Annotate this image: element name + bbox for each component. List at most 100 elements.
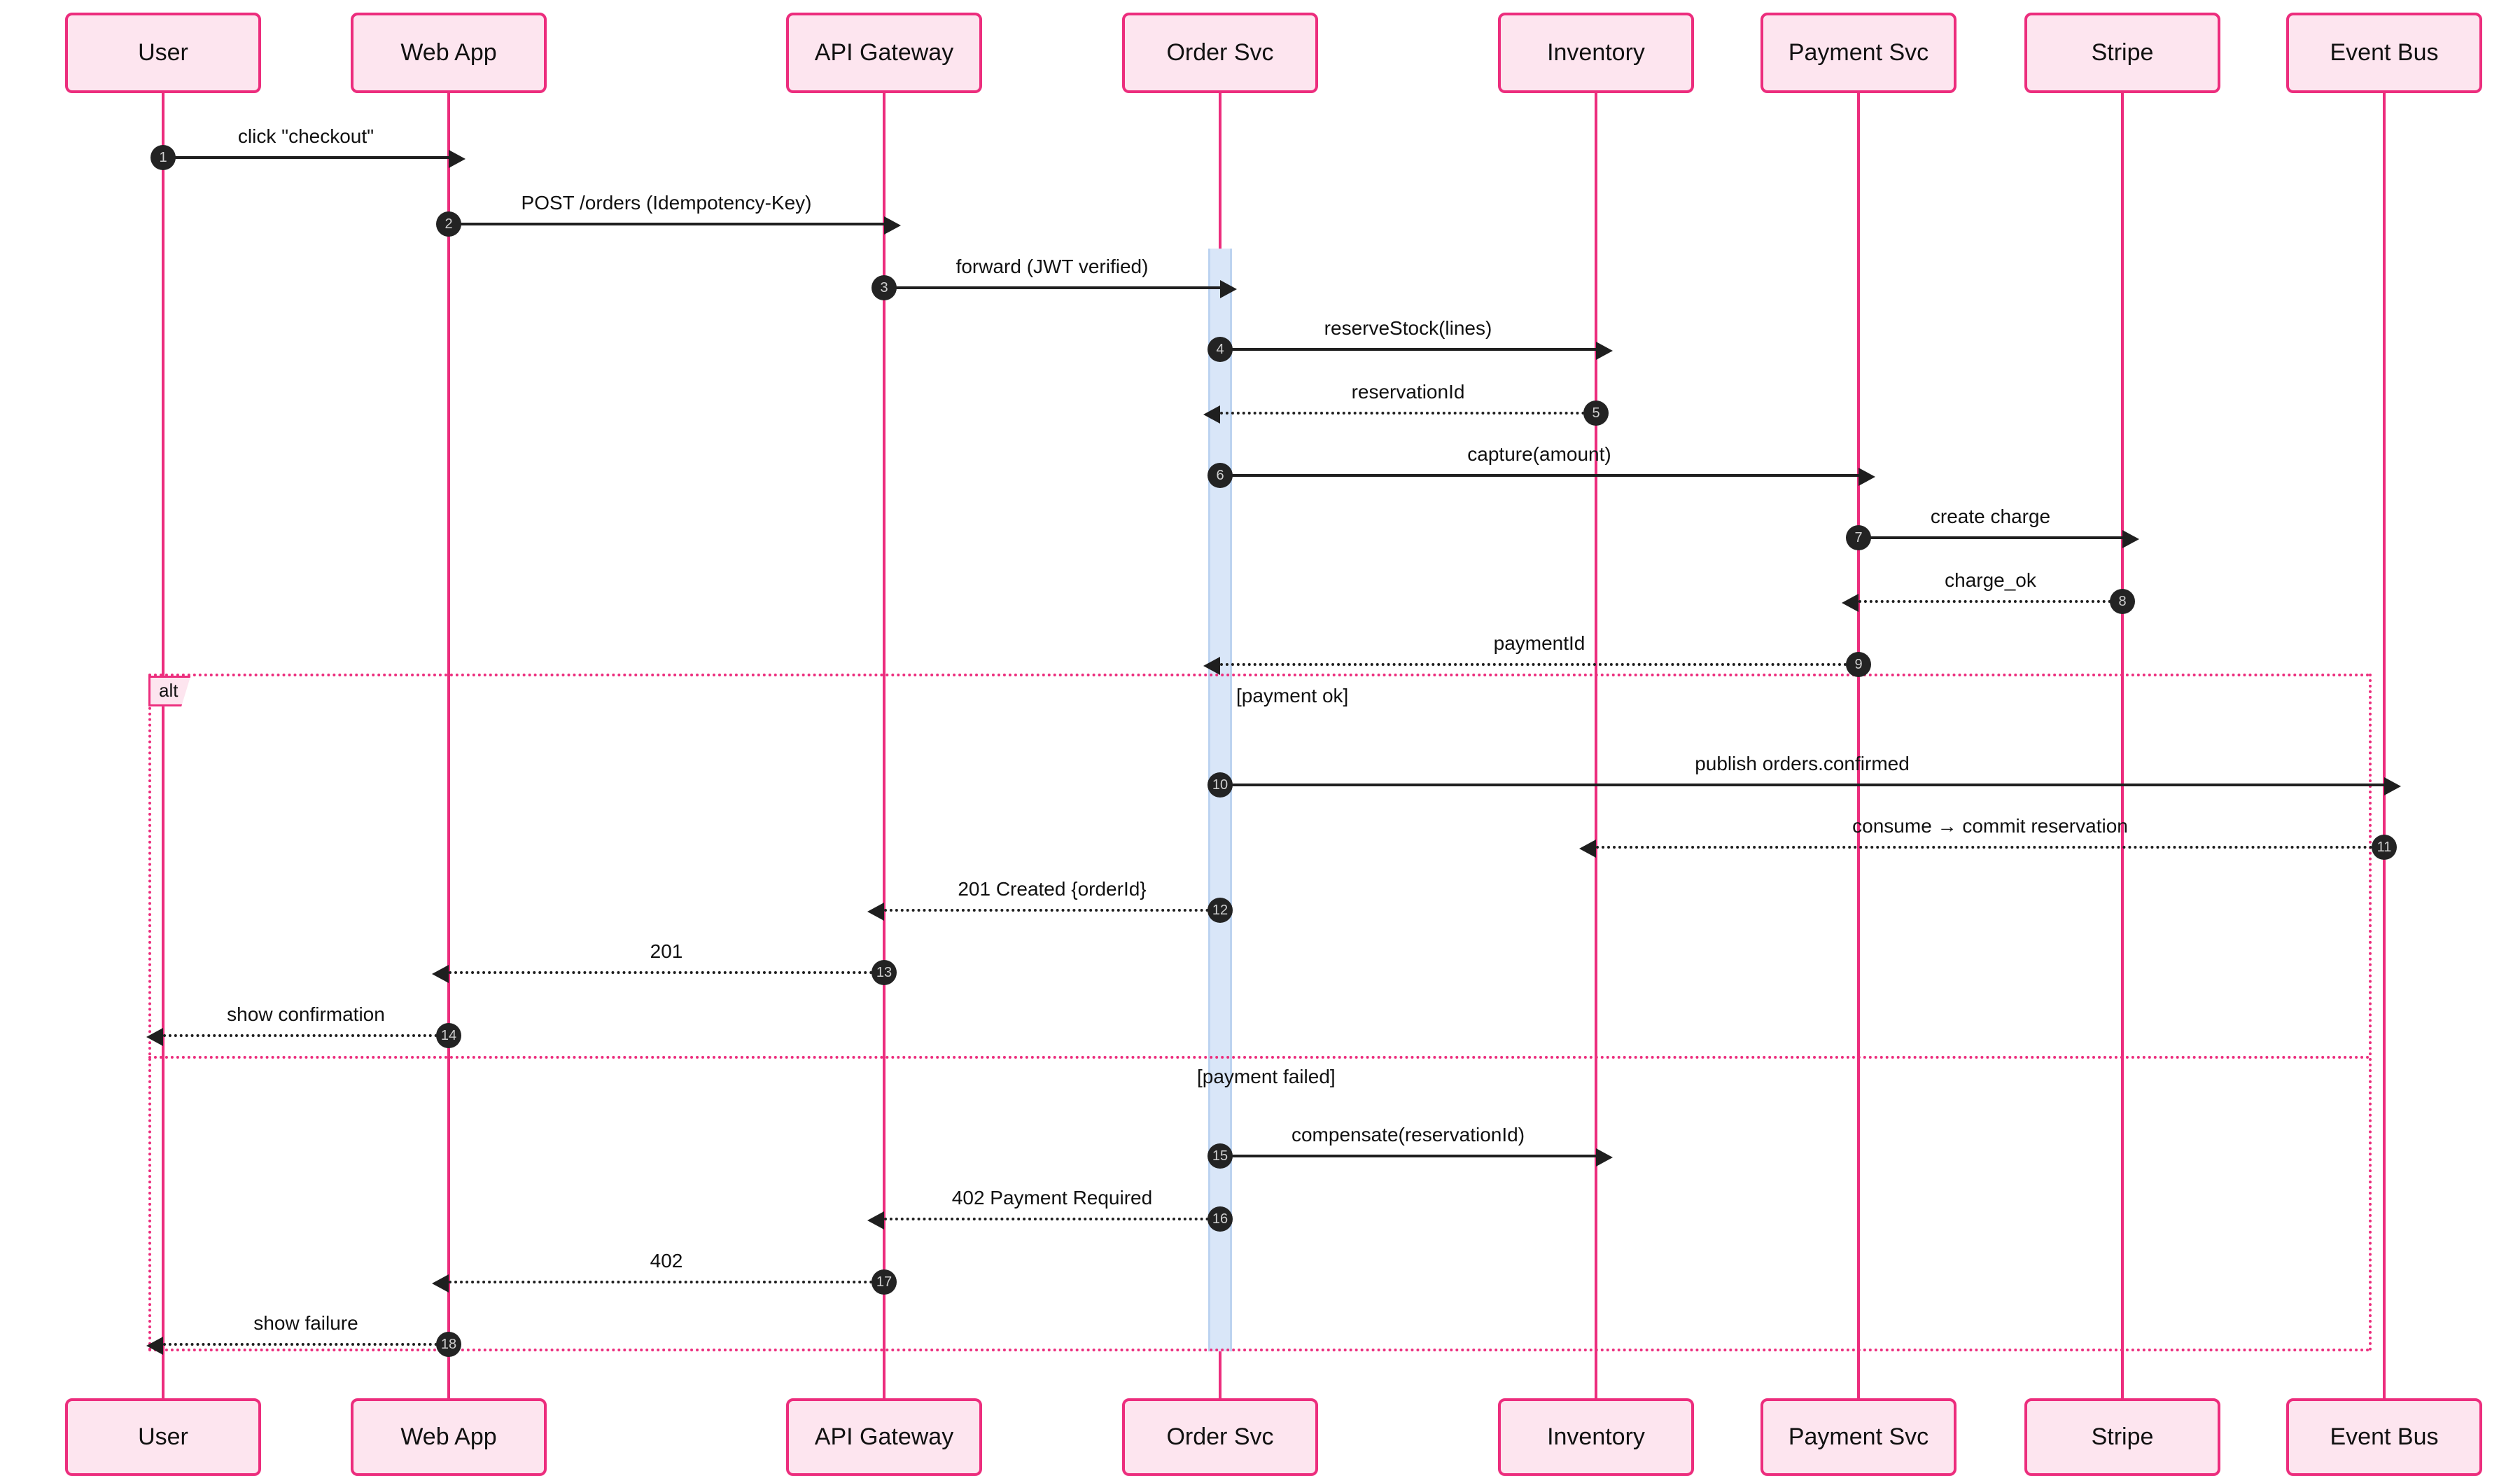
message-line-2 (449, 216, 901, 235)
arrowhead-right-icon (1220, 280, 1237, 298)
lifeline-stripe (2121, 93, 2124, 1398)
arrowhead-right-icon (2384, 777, 2401, 795)
participant-webapp-bottom[interactable]: Web App (351, 1398, 547, 1476)
message-label-12: 201 Created {orderId} (958, 878, 1147, 900)
participant-payment-top[interactable]: Payment Svc (1760, 13, 1956, 93)
participant-webapp-top[interactable]: Web App (351, 13, 547, 93)
message-label-4: reserveStock(lines) (1324, 317, 1492, 339)
sequence-number-10: 10 (1208, 772, 1233, 798)
sequence-number-18: 18 (436, 1332, 461, 1357)
sequence-number-17: 17 (872, 1269, 897, 1295)
message-label-17: 402 (650, 1250, 683, 1272)
message-label-8: charge_ok (1945, 569, 2036, 591)
sequence-number-5: 5 (1583, 401, 1609, 426)
message-line-6 (1220, 468, 1875, 486)
arrowhead-left-icon (867, 1211, 884, 1230)
message-line-16 (867, 1211, 1220, 1230)
message-label-6: capture(amount) (1467, 443, 1611, 465)
sequence-number-14: 14 (436, 1023, 461, 1048)
participant-user-top[interactable]: User (65, 13, 261, 93)
message-label-10: publish orders.confirmed (1695, 753, 1910, 774)
participant-inventory-top[interactable]: Inventory (1498, 13, 1694, 93)
message-label-3: forward (JWT verified) (955, 256, 1149, 277)
lifeline-payment (1857, 93, 1860, 1398)
alt-condition-0: [payment ok] (1236, 685, 1349, 706)
message-line-7 (1858, 530, 2139, 548)
sequence-number-16: 16 (1208, 1206, 1233, 1232)
sequence-number-7: 7 (1846, 525, 1871, 550)
participant-eventbus-bottom[interactable]: Event Bus (2286, 1398, 2482, 1476)
sequence-number-12: 12 (1208, 898, 1233, 923)
participant-stripe-bottom[interactable]: Stripe (2024, 1398, 2220, 1476)
message-label-5: reservationId (1351, 381, 1465, 403)
arrowhead-left-icon (1203, 405, 1220, 424)
arrowhead-left-icon (146, 1028, 163, 1046)
lifeline-user (162, 93, 164, 1398)
message-label-18: show failure (253, 1312, 358, 1334)
message-line-3 (884, 280, 1237, 298)
arrowhead-right-icon (1596, 342, 1613, 360)
arrowhead-left-icon (867, 903, 884, 921)
sequence-number-6: 6 (1208, 463, 1233, 488)
arrowhead-right-icon (2122, 530, 2139, 548)
alt-block-label: alt (148, 676, 191, 706)
participant-eventbus-top[interactable]: Event Bus (2286, 13, 2482, 93)
message-label-7: create charge (1930, 506, 2051, 527)
message-line-12 (867, 903, 1220, 921)
message-line-14 (146, 1028, 449, 1046)
participant-ordersvc-bottom[interactable]: Order Svc (1122, 1398, 1318, 1476)
message-line-17 (432, 1274, 884, 1293)
lifeline-webapp (447, 93, 450, 1398)
arrowhead-right-icon (1596, 1148, 1613, 1167)
message-label-16: 402 Payment Required (951, 1187, 1153, 1209)
sequence-number-3: 3 (872, 275, 897, 300)
participant-ordersvc-top[interactable]: Order Svc (1122, 13, 1318, 93)
message-label-1: click "checkout" (237, 125, 374, 147)
participant-inventory-bottom[interactable]: Inventory (1498, 1398, 1694, 1476)
sequence-number-8: 8 (2110, 589, 2135, 614)
participant-gateway-top[interactable]: API Gateway (786, 13, 982, 93)
message-line-11 (1579, 840, 2384, 858)
arrowhead-left-icon (146, 1337, 163, 1355)
alt-condition-1: [payment failed] (1197, 1066, 1336, 1087)
participant-gateway-bottom[interactable]: API Gateway (786, 1398, 982, 1476)
lifeline-eventbus (2383, 93, 2386, 1398)
participant-user-bottom[interactable]: User (65, 1398, 261, 1476)
message-label-11: consume → commit reservation (1852, 815, 2128, 837)
message-line-9 (1203, 657, 1858, 675)
sequence-number-2: 2 (436, 211, 461, 237)
lifeline-gateway (883, 93, 886, 1398)
message-line-5 (1203, 405, 1596, 424)
arrowhead-right-icon (1858, 468, 1875, 486)
alt-branch-divider (148, 1056, 2372, 1059)
arrowhead-left-icon (432, 1274, 449, 1293)
arrowhead-left-icon (1579, 840, 1596, 858)
message-line-13 (432, 965, 884, 983)
message-line-1 (163, 150, 465, 168)
message-line-4 (1220, 342, 1613, 360)
message-label-15: compensate(reservationId) (1291, 1124, 1525, 1146)
message-line-15 (1220, 1148, 1613, 1167)
lifeline-inventory (1595, 93, 1597, 1398)
sequence-number-15: 15 (1208, 1143, 1233, 1169)
participant-stripe-top[interactable]: Stripe (2024, 13, 2220, 93)
arrowhead-left-icon (1842, 594, 1858, 612)
message-line-18 (146, 1337, 449, 1355)
sequence-number-4: 4 (1208, 337, 1233, 362)
message-label-13: 201 (650, 940, 683, 962)
alt-block-frame (148, 674, 2372, 1351)
sequence-number-9: 9 (1846, 652, 1871, 677)
arrowhead-right-icon (449, 150, 465, 168)
arrowhead-left-icon (1203, 657, 1220, 675)
arrowhead-left-icon (432, 965, 449, 983)
message-label-9: paymentId (1493, 632, 1586, 654)
participant-payment-bottom[interactable]: Payment Svc (1760, 1398, 1956, 1476)
message-line-10 (1220, 777, 2401, 795)
arrowhead-right-icon (884, 216, 901, 235)
message-line-8 (1842, 594, 2122, 612)
sequence-number-11: 11 (2372, 835, 2397, 860)
sequence-number-1: 1 (150, 145, 176, 170)
sequence-number-13: 13 (872, 960, 897, 985)
message-label-2: POST /orders (Idempotency-Key) (521, 192, 812, 214)
